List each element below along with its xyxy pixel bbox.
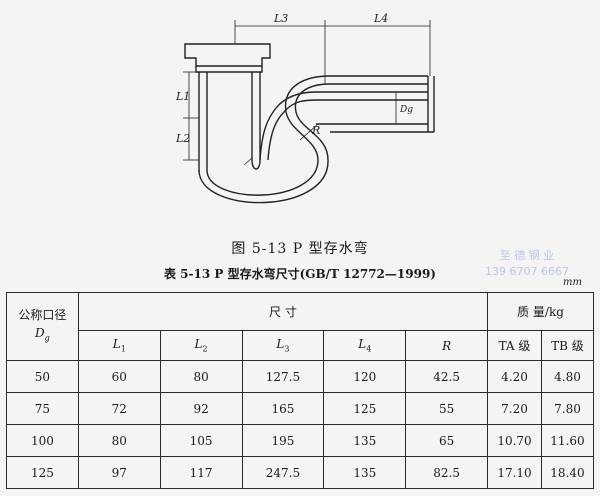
spec-table: 公称口径 Dg 尺 寸 质 量/kg L1 L2 L3 L4 R TA 级 TB… — [6, 292, 595, 489]
p-trap-drawing: L3 L4 L1 L2 R Dg — [175, 12, 435, 204]
cell: 80 — [159, 360, 243, 393]
label-l2: L2 — [175, 132, 190, 145]
label-r: R — [311, 124, 320, 137]
figure-caption: 图 5-13 P 型存水弯 — [231, 241, 369, 257]
table-caption: 表 5-13 P 型存水弯尺寸(GB/T 12772—1999) — [164, 267, 436, 281]
header-ta: TA 级 — [487, 330, 542, 361]
cell: 60 — [77, 360, 161, 393]
cell: 75 — [6, 392, 79, 425]
cell: 127.5 — [241, 360, 325, 393]
u-bend-inner — [206, 159, 319, 196]
cell: 42.5 — [405, 360, 489, 393]
header-row-2: L1 L2 L3 L4 R TA 级 TB 级 — [7, 330, 595, 361]
header-row-1: 公称口径 Dg 尺 寸 质 量/kg — [6, 292, 594, 361]
header-nominal-label: 公称口径 — [18, 307, 67, 322]
cell: 92 — [159, 392, 243, 425]
cell: 11.60 — [540, 424, 595, 457]
table-row: 100 80 105 195 135 65 10.70 11.60 — [6, 424, 595, 457]
table-row: 125 97 117 247.5 135 82.5 17.10 18.40 — [6, 456, 595, 489]
header-l1: L1 — [77, 330, 161, 361]
cell: 7.20 — [487, 392, 542, 425]
cell: 195 — [241, 424, 325, 457]
cell: 135 — [323, 456, 407, 489]
cell: 4.80 — [540, 360, 595, 393]
cell: 72 — [77, 392, 161, 425]
cell: 97 — [77, 456, 161, 489]
socket-flange — [184, 43, 271, 67]
cell: 100 — [6, 424, 79, 457]
label-dg: Dg — [399, 105, 413, 115]
table-row: 75 72 92 165 125 55 7.20 7.80 — [6, 392, 595, 425]
header-nominal-symbol: Dg — [35, 325, 50, 343]
cell: 17.10 — [487, 456, 542, 489]
label-l1: L1 — [175, 90, 190, 103]
cell: 18.40 — [540, 456, 595, 489]
cell: 4.20 — [487, 360, 542, 393]
u-bend-outer — [198, 159, 329, 204]
watermark-line-1: 至 德 钢 业 — [499, 249, 555, 262]
cell: 65 — [405, 424, 489, 457]
rise-inner — [284, 75, 428, 161]
header-l3: L3 — [241, 330, 325, 361]
cell: 55 — [405, 392, 489, 425]
table-row: 50 60 80 127.5 120 42.5 4.20 4.80 — [6, 360, 595, 393]
header-l2: L2 — [159, 330, 243, 361]
cell: 82.5 — [405, 456, 489, 489]
cell: 105 — [159, 424, 243, 457]
cell: 247.5 — [241, 456, 325, 489]
label-l3: L3 — [273, 12, 288, 25]
header-r: R — [405, 330, 489, 361]
cell: 165 — [241, 392, 325, 425]
header-tb: TB 级 — [540, 330, 595, 361]
rise-outer — [294, 83, 428, 161]
watermark-line-2: 139 6707 6667 — [485, 265, 569, 278]
cell: 135 — [323, 424, 407, 457]
outlet-end — [427, 76, 435, 132]
watermark: 至 德 钢 业 139 6707 6667 — [452, 248, 600, 280]
cell: 80 — [77, 424, 161, 457]
header-nominal: 公称口径 Dg — [6, 292, 79, 361]
label-l4: L4 — [373, 12, 388, 25]
cell: 120 — [323, 360, 407, 393]
header-mass: 质 量/kg — [487, 292, 594, 331]
header-dims: 尺 寸 — [77, 292, 489, 331]
cell: 10.70 — [487, 424, 542, 457]
cell: 50 — [6, 360, 79, 393]
header-l4: L4 — [323, 330, 407, 361]
cell: 7.80 — [540, 392, 595, 425]
cell: 125 — [323, 392, 407, 425]
cell: 125 — [6, 456, 79, 489]
unit-label: mm — [563, 277, 582, 288]
cell: 117 — [159, 456, 243, 489]
